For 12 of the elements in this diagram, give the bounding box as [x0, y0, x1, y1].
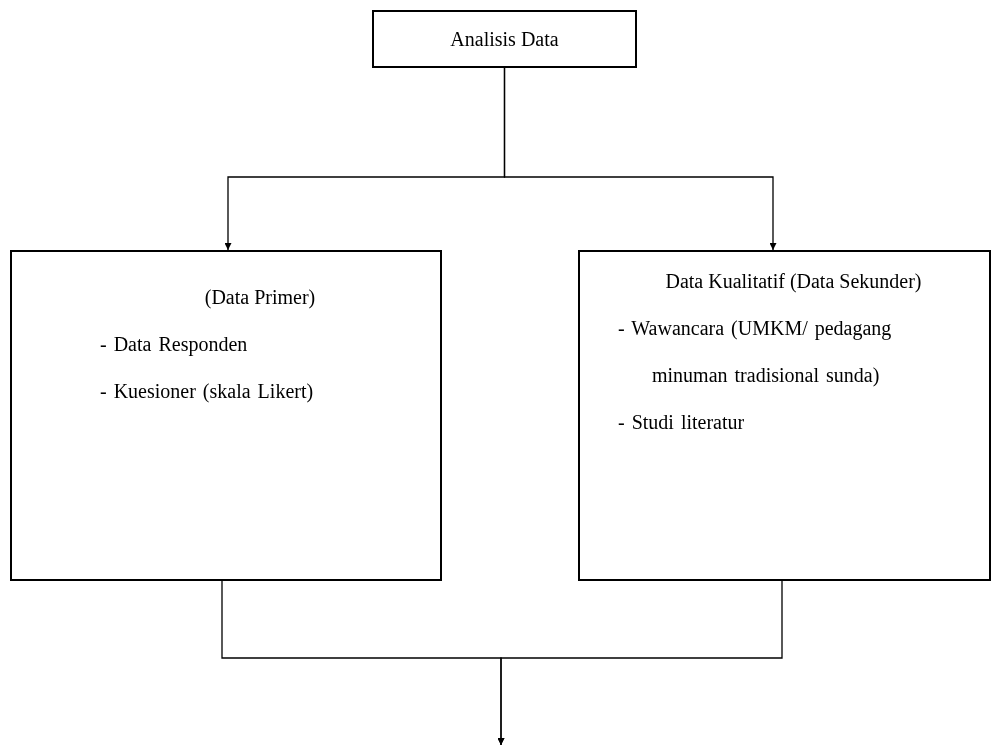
box-title: Analisis Data — [450, 26, 559, 52]
box-title: (Data Primer) — [203, 285, 317, 311]
arrow — [497, 580, 783, 746]
box-title: Data Kualitatif (Data Sekunder) — [664, 269, 923, 295]
process-box — [578, 250, 991, 581]
process-box — [372, 10, 637, 68]
list-item: - Data Responden — [100, 332, 249, 358]
list-item: - Kuesioner (skala Likert) — [100, 379, 315, 405]
list-item: - Studi literatur — [618, 410, 746, 435]
process-box — [10, 250, 442, 581]
list-item: - Wawancara (UMKM/ pedagang minuman tradisional sunda) — [618, 316, 893, 389]
arrow — [503, 67, 777, 251]
